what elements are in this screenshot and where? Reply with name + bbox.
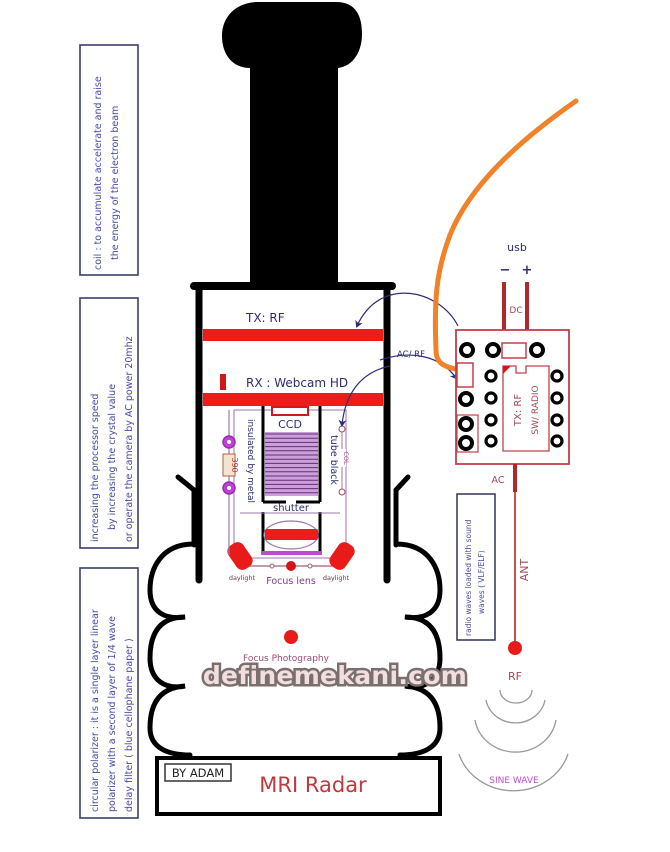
smd-component-left bbox=[456, 362, 474, 388]
jumper-header bbox=[456, 414, 479, 453]
polarizer-note-line-1: circular polarizer : it is a single laye… bbox=[90, 609, 101, 812]
rx-arrow bbox=[338, 365, 391, 427]
ac-label: AC bbox=[492, 475, 505, 486]
focus-photography-label: Focus Photography bbox=[243, 654, 330, 664]
focus-lens-label: Focus lens bbox=[266, 576, 316, 587]
rf-label: RF bbox=[508, 670, 522, 683]
pcb-pad bbox=[458, 416, 474, 432]
ccd-chip bbox=[271, 406, 309, 416]
resistor bbox=[222, 453, 236, 477]
diagram-title: MRI Radar bbox=[259, 773, 367, 797]
polarizer-filter bbox=[265, 529, 318, 540]
insulated-label: insulated by metal bbox=[245, 419, 255, 503]
wave-arc-2 bbox=[485, 699, 546, 724]
wave-arc-4 bbox=[458, 753, 569, 792]
pcb-pad bbox=[458, 435, 474, 451]
tx-pcb-module: TX: RF SW/ RADIO bbox=[455, 329, 570, 465]
handle-cap bbox=[222, 2, 362, 285]
ant-label: ANT bbox=[518, 558, 531, 581]
pcb-pad bbox=[485, 342, 501, 358]
pcb-pad bbox=[459, 342, 475, 358]
usb-plus: + bbox=[522, 263, 533, 278]
pcb-pad bbox=[550, 369, 564, 383]
processor-note-box bbox=[79, 297, 139, 549]
usb-label: usb bbox=[507, 241, 527, 254]
pcb-pad bbox=[529, 342, 545, 358]
rx-webcam-bar bbox=[203, 393, 383, 406]
daylight-led-right bbox=[329, 542, 355, 570]
rx-webcam-label: RX : Webcam HD bbox=[246, 376, 348, 390]
author-badge: BY ADAM bbox=[172, 766, 224, 780]
ic-chip bbox=[502, 365, 550, 452]
pcb-pad bbox=[550, 391, 564, 405]
tx-arrow bbox=[355, 292, 459, 328]
rf-emitter bbox=[508, 641, 522, 655]
sine-wave-label: SINE WAVE bbox=[489, 776, 539, 786]
tube-black-label: tube black bbox=[328, 435, 339, 485]
ac-rf-label: AC/ RF bbox=[397, 350, 425, 360]
polarizer-note: circular polarizer : it is a single laye… bbox=[79, 567, 139, 819]
pcb-pad bbox=[550, 434, 564, 448]
ccd-label: CCD bbox=[278, 418, 302, 431]
coil-note-line-2: the energy of the electron beam bbox=[110, 106, 121, 260]
ac-rf-arrow bbox=[379, 354, 458, 380]
sine-wave-arcs bbox=[458, 689, 569, 792]
polarizer-note-line-3: delay filter ( blue cellophane paper ) bbox=[124, 638, 135, 812]
pcb-pad bbox=[484, 391, 498, 405]
rx-connector bbox=[220, 374, 226, 390]
coil-note-box bbox=[79, 44, 139, 276]
ccd-coil-winding bbox=[265, 432, 318, 496]
wave-arc-1 bbox=[499, 689, 533, 704]
coil-short-label: COL bbox=[342, 451, 350, 465]
pcb-pad bbox=[484, 369, 498, 383]
processor-note-line-2: by increasing the crystal value bbox=[107, 384, 118, 530]
pcb-pad bbox=[484, 434, 498, 448]
polarizer-note-box bbox=[79, 567, 139, 819]
polarizer-note-line-2: polarizer with a second layer of 1/4 wav… bbox=[107, 616, 118, 812]
processor-note-line-1: increasing the processor speed bbox=[90, 394, 101, 542]
smd-component-top bbox=[501, 342, 527, 359]
coil-note-line-1: coil : to accumulate accelerate and rais… bbox=[93, 76, 104, 270]
author-badge-box bbox=[164, 763, 232, 782]
daylight-left-label: daylight bbox=[229, 574, 256, 582]
usb-minus: − bbox=[500, 263, 511, 278]
chip-label-line-1: TX: RF bbox=[513, 394, 524, 427]
focus-photography-dot bbox=[284, 630, 298, 644]
radio-waves-note-line-1: radio waves loaded with sound bbox=[464, 519, 473, 636]
pcb-pad bbox=[550, 413, 564, 427]
pcb-pad bbox=[484, 413, 498, 427]
tx-rf-label: TX: RF bbox=[245, 311, 285, 325]
device-body bbox=[147, 282, 443, 758]
pcb-pad bbox=[458, 391, 474, 407]
camera-assembly: CCD shutter daylight daylight Focus lens bbox=[222, 406, 355, 587]
focus-lens-dot bbox=[286, 561, 296, 571]
wave-arc-3 bbox=[474, 719, 557, 753]
resistor-value: 390 bbox=[230, 457, 239, 472]
daylight-led-left bbox=[227, 542, 253, 570]
radio-waves-note-box bbox=[456, 493, 496, 641]
dc-label: DC bbox=[509, 306, 522, 316]
watermark: definemekani.com bbox=[203, 661, 467, 690]
radio-waves-note-line-2: waves ( VLF/ELF) bbox=[477, 550, 486, 614]
radio-waves-note: radio waves loaded with sound waves ( VL… bbox=[456, 493, 496, 641]
chip-label-line-2: SW/ RADIO bbox=[531, 385, 541, 434]
coil-note: coil : to accumulate accelerate and rais… bbox=[79, 44, 139, 276]
processor-note-line-3: or operate the camera by AC power 20mhz bbox=[124, 336, 135, 542]
daylight-right-label: daylight bbox=[323, 574, 350, 582]
orange-wire bbox=[432, 98, 579, 372]
shutter-label: shutter bbox=[273, 503, 310, 514]
processor-note: increasing the processor speed by increa… bbox=[79, 297, 139, 549]
tx-rf-bar bbox=[203, 329, 383, 341]
